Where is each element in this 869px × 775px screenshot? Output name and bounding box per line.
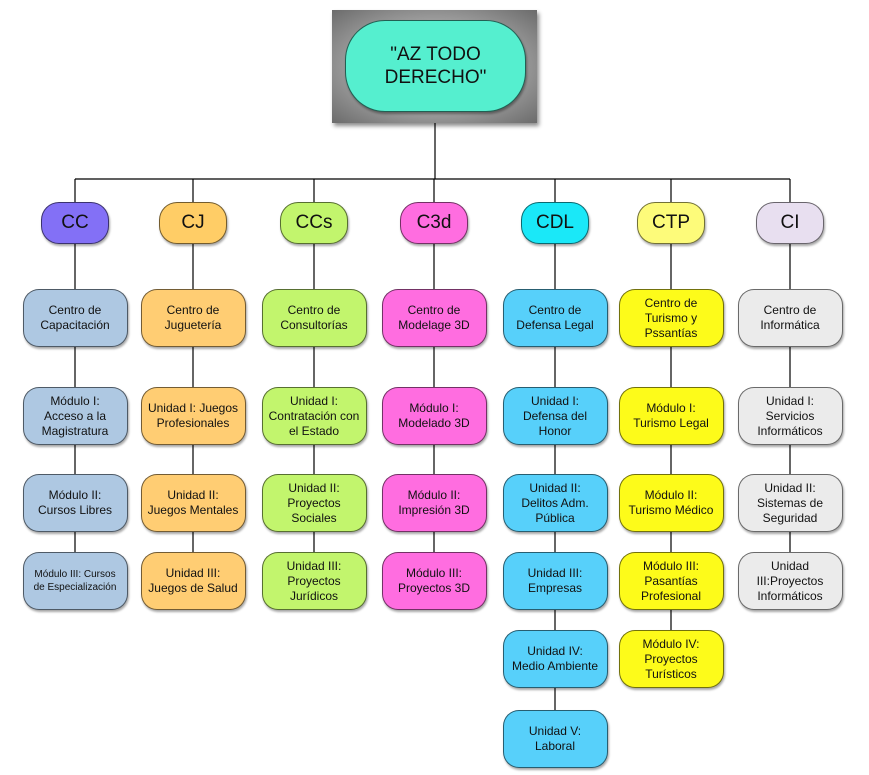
center-node-c3d: Centro de Modelage 3D [381,289,487,347]
unit-node-cdl-2: Unidad II: Delitos Adm. Pública [502,474,608,532]
unit-node-ccs-1: Unidad I: Contratación con el Estado [261,387,367,445]
unit-node-ci-2: Unidad II: Sistemas de Seguridad [737,474,843,532]
center-node-cj: Centro de Juguetería [140,289,246,347]
unit-node-cj-3: Unidad III: Juegos de Salud [140,552,246,610]
unit-node-cc-3: Módulo III: Cursos de Especialización [22,552,128,610]
unit-node-cj-1: Unidad I: Juegos Profesionales [140,387,246,445]
center-node-ctp: Centro de Turismo y Pssantías [618,289,724,347]
unit-node-ci-1: Unidad I: Servicios Informáticos [737,387,843,445]
unit-node-c3d-1: Módulo I: Modelado 3D [381,387,487,445]
unit-node-ci-3: Unidad III:Proyectos Informáticos [737,552,843,610]
abbr-node-ci: CI [756,202,824,244]
unit-node-c3d-2: Módulo II: Impresión 3D [381,474,487,532]
unit-node-cj-2: Unidad II: Juegos Mentales [140,474,246,532]
unit-node-ctp-1: Módulo I: Turismo Legal [618,387,724,445]
abbr-node-ccs: CCs [280,202,348,244]
center-node-cc: Centro de Capacitación [22,289,128,347]
abbr-node-cc: CC [41,202,109,244]
unit-node-cdl-3: Unidad III: Empresas [502,552,608,610]
unit-node-c3d-3: Módulo III: Proyectos 3D [381,552,487,610]
unit-node-ctp-3: Módulo III: Pasantías Profesional [618,552,724,610]
unit-node-cdl-4: Unidad IV: Medio Ambiente [502,630,608,688]
unit-node-cc-1: Módulo I: Acceso a la Magistratura [22,387,128,445]
center-node-cdl: Centro de Defensa Legal [502,289,608,347]
unit-node-ccs-3: Unidad III: Proyectos Jurídicos [261,552,367,610]
unit-node-ctp-4: Módulo IV: Proyectos Turísticos [618,630,724,688]
unit-node-cdl-1: Unidad I: Defensa del Honor [502,387,608,445]
center-node-ci: Centro de Informática [737,289,843,347]
abbr-node-cdl: CDL [521,202,589,244]
unit-node-cdl-5: Unidad V: Laboral [502,710,608,768]
unit-node-ctp-2: Módulo II: Turismo Médico [618,474,724,532]
unit-node-ccs-2: Unidad II: Proyectos Sociales [261,474,367,532]
abbr-node-c3d: C3d [400,202,468,244]
root-node: "AZ TODO DERECHO" [345,20,526,112]
abbr-node-ctp: CTP [637,202,705,244]
center-node-ccs: Centro de Consultorías [261,289,367,347]
abbr-node-cj: CJ [159,202,227,244]
unit-node-cc-2: Módulo II: Cursos Libres [22,474,128,532]
